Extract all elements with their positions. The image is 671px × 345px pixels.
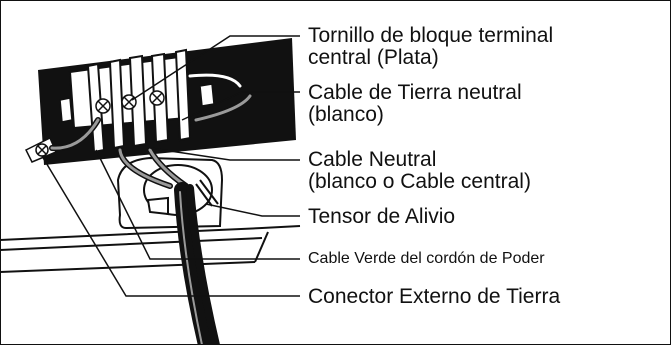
label-green-power-cord-wire: Cable Verde del cordón de Poder: [308, 250, 545, 267]
appliance-panel: [0, 225, 301, 273]
leader-ground-neutral-wire: [181, 91, 300, 121]
leader-neutral-wire: [149, 147, 300, 161]
label-ground-neutral-wire: Cable de Tierra neutral (blanco): [308, 81, 522, 126]
leader-terminal-screw: [131, 35, 300, 101]
wires: [49, 72, 253, 189]
label-external-ground-connector: Conector Externo de Tierra: [308, 285, 561, 308]
power-cord: [174, 182, 220, 345]
leader-lines: [41, 35, 300, 297]
leader-external-ground-connector: [41, 155, 300, 297]
label-terminal-screw: Tornillo de bloque terminal central (Pla…: [308, 24, 554, 69]
label-strain-relief: Tensor de Alivio: [308, 205, 456, 228]
leader-strain-relief: [205, 203, 300, 217]
terminal-block: [38, 38, 296, 165]
leader-green-power-cord-wire: [95, 149, 300, 260]
terminal-screws: [95, 90, 165, 114]
external-ground-screw: [24, 136, 57, 163]
label-neutral-wire: Cable Neutral (blanco o Cable central): [308, 148, 531, 193]
